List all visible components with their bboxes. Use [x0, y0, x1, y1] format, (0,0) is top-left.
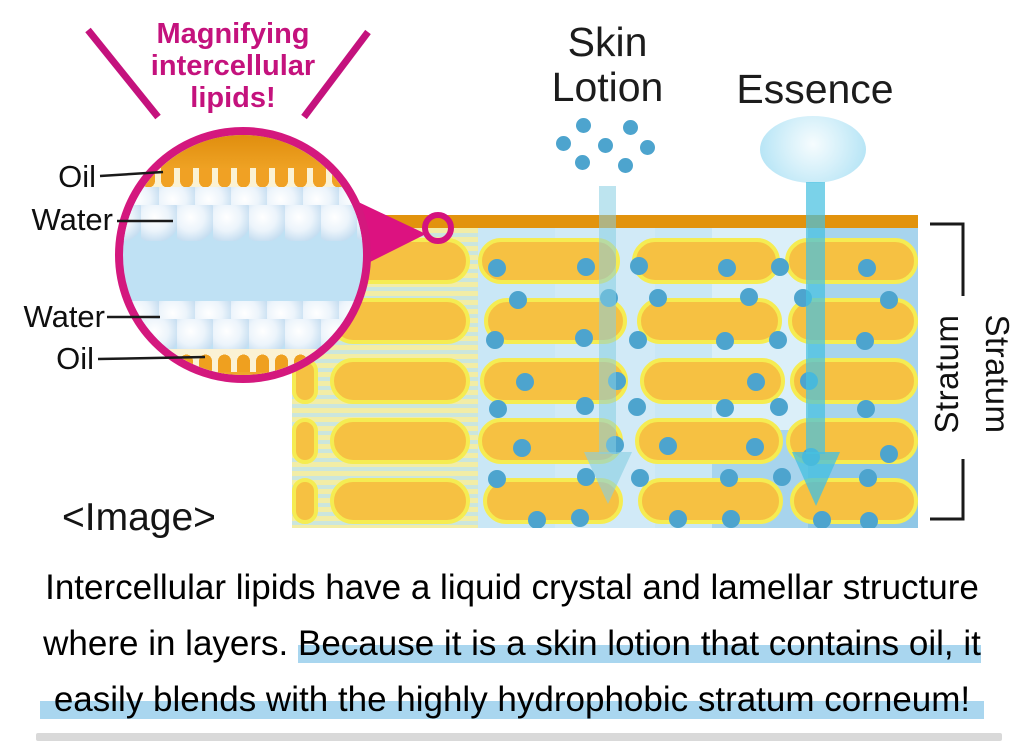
- caption-line-2-plain: where in layers.: [43, 624, 298, 663]
- moisture-dot: [649, 289, 667, 307]
- moisture-dot: [577, 258, 595, 276]
- caption-line-2: where in layers. Because it is a skin lo…: [0, 616, 1024, 672]
- moisture-dot: [628, 398, 646, 416]
- moisture-dot: [720, 469, 738, 487]
- moisture-dot: [622, 119, 638, 135]
- essence-arrow-shaft: [806, 182, 825, 454]
- essence-droplet: [760, 116, 866, 183]
- water-sphere-row: [123, 205, 363, 241]
- moisture-dot: [575, 117, 591, 133]
- water-top-label: Water: [31, 202, 113, 237]
- moisture-dot: [718, 259, 736, 277]
- moisture-dot: [575, 329, 593, 347]
- skin-lotion-arrow-shaft: [599, 186, 616, 454]
- moisture-dot: [597, 137, 613, 153]
- moisture-dot: [486, 331, 504, 349]
- caption-line-1: Intercellular lipids have a liquid cryst…: [45, 568, 979, 607]
- essence-label: Essence: [736, 66, 894, 112]
- moisture-dot: [488, 259, 506, 277]
- skin-lotion-arrow-head: [584, 452, 632, 504]
- moisture-dot: [773, 468, 791, 486]
- caption-paragraph: Intercellular lipids have a liquid cryst…: [0, 560, 1024, 728]
- moisture-dot: [860, 512, 878, 528]
- corneocyte-cell: [292, 418, 318, 464]
- caption-line-3-highlighted: easily blends with the highly hydrophobi…: [39, 680, 985, 719]
- oil-layer-bottom-orange: [123, 372, 363, 375]
- skin-lotion-label: Skin Lotion: [515, 20, 700, 110]
- moisture-dot: [769, 331, 787, 349]
- moisture-dot: [716, 399, 734, 417]
- skin-lotion-label-line: Lotion: [551, 64, 664, 110]
- moisture-dot: [509, 291, 527, 309]
- corneocyte-cell: [478, 238, 620, 284]
- stratum-corneum-section: [478, 228, 918, 528]
- moisture-dot: [528, 511, 546, 528]
- corneocyte-cell: [330, 478, 470, 524]
- corneocyte-cells: [478, 228, 918, 528]
- moisture-dot: [617, 157, 633, 173]
- caption-line-3: easily blends with the highly hydrophobi…: [0, 672, 1024, 728]
- magnifier-title-line: lipids!: [190, 82, 276, 114]
- moisture-dot: [555, 135, 571, 151]
- moisture-dot: [576, 397, 594, 415]
- moisture-dot: [747, 373, 765, 391]
- corneocyte-cell: [632, 238, 780, 284]
- moisture-dot: [716, 332, 734, 350]
- corneocyte-cell: [638, 478, 783, 524]
- stratum-label-inner: Stratum: [928, 314, 965, 434]
- image-tag-label: <Image>: [62, 496, 216, 539]
- magnifier-title-line: Magnifying: [156, 18, 310, 50]
- moisture-dot: [631, 469, 649, 487]
- moisture-dot: [770, 398, 788, 416]
- stratum-label-outer: Stratum: [979, 314, 1016, 434]
- moisture-dot: [740, 288, 758, 306]
- oil-top-label: Oil: [58, 159, 96, 194]
- moisture-dot: [513, 439, 531, 457]
- corneocyte-cell: [637, 298, 782, 344]
- magnifier-title-line: intercellular: [150, 50, 316, 82]
- caption-line-2-highlighted: Because it is a skin lotion that contain…: [297, 624, 981, 663]
- moisture-dot: [639, 139, 655, 155]
- moisture-dot: [859, 469, 877, 487]
- moisture-dot: [858, 259, 876, 277]
- moisture-dot: [629, 331, 647, 349]
- oil-comb-bottom: [123, 349, 363, 374]
- magnifier-title: Magnifying intercellular lipids!: [105, 18, 361, 114]
- moisture-dot: [857, 400, 875, 418]
- moisture-dot: [659, 437, 677, 455]
- oil-layer-top-orange: [123, 135, 363, 172]
- oil-bottom-label: Oil: [56, 341, 94, 376]
- lamellar-lipid-section: [292, 228, 478, 528]
- skin-lotion-label-line: Skin: [567, 19, 648, 65]
- moisture-dot: [856, 332, 874, 350]
- moisture-dot: [516, 373, 534, 391]
- moisture-dot: [722, 510, 740, 528]
- moisture-dot: [813, 511, 831, 528]
- moisture-dot: [880, 445, 898, 463]
- moisture-dot: [771, 258, 789, 276]
- cutoff-next-line-strip: [36, 733, 1002, 741]
- moisture-dot: [880, 291, 898, 309]
- water-bottom-label: Water: [23, 299, 105, 334]
- moisture-dot: [571, 509, 589, 527]
- corneocyte-cell: [330, 418, 470, 464]
- corneocyte-cell: [292, 478, 318, 524]
- moisture-dot: [489, 400, 507, 418]
- moisture-dot: [669, 510, 687, 528]
- moisture-dot: [574, 154, 590, 170]
- moisture-dot: [488, 470, 506, 488]
- moisture-dot: [746, 438, 764, 456]
- moisture-dot: [630, 257, 648, 275]
- essence-arrow-head: [792, 452, 840, 506]
